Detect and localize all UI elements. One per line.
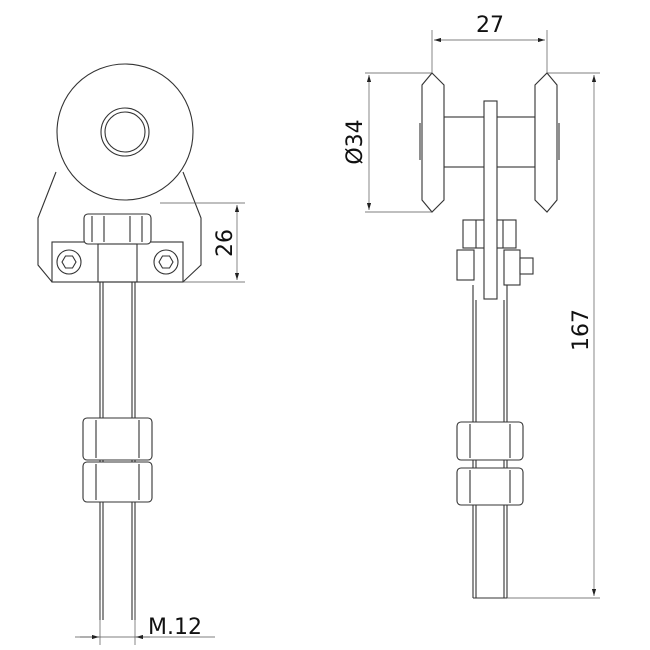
wheel-right [534,72,558,213]
side-view: 27 Ø34 167 [343,13,600,599]
wheel-left [421,72,445,213]
top-nut [83,213,152,245]
bolt-end [519,257,534,275]
lock-nut-side-2 [456,467,524,506]
wheel-hub-inner [104,111,146,153]
dim-thread: M.12 [148,615,202,640]
wheel [56,63,194,201]
dim-bracket-height: 26 [213,229,238,257]
dim-wheel-diameter: Ø34 [343,119,368,164]
bolt-head [456,249,475,281]
front-view: 26 M.12 [37,63,245,645]
lock-nut-side-1 [456,421,524,461]
clamp-block [51,241,184,283]
hex-bolt-right [153,249,179,275]
dim-total-height: 167 [569,309,594,351]
hex-bolt-left [56,249,82,275]
lock-nut-1 [82,417,153,461]
hanger-plate [483,100,498,300]
dim-width: 27 [476,13,504,38]
lock-nut-2 [82,461,153,503]
wheel-hub-outer [100,107,150,157]
